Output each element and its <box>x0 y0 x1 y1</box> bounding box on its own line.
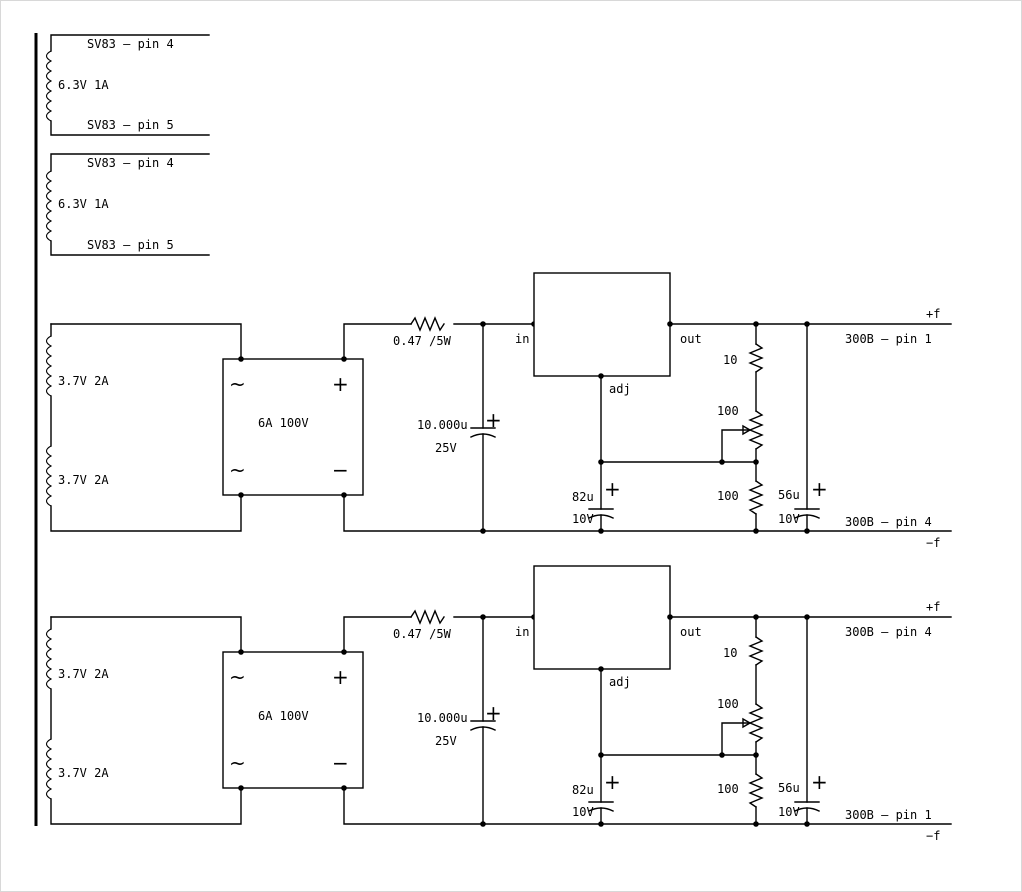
pot-label: 100 <box>717 404 739 418</box>
bridge-minus-symbol: − <box>332 458 349 482</box>
heater-bottom-pin-label: SV83 – pin 5 <box>87 238 174 252</box>
main-cap-voltage: 25V <box>435 734 457 748</box>
out-plus-pin-label: 300B – pin 1 <box>845 332 932 346</box>
adj-cap-plus: + <box>604 477 621 501</box>
heater-top-pin-label: SV83 – pin 4 <box>87 37 174 51</box>
heater-winding-1: SV83 – pin 4 6.3V 1A SV83 – pin 5 <box>45 34 210 136</box>
regulator-in-label: in <box>515 625 529 639</box>
r1-label: 10 <box>723 646 737 660</box>
out-cap-value: 56u <box>778 781 800 795</box>
adj-cap-voltage: 10V <box>572 805 594 819</box>
resistor-100 <box>748 773 764 808</box>
adj-cap-voltage: 10V <box>572 512 594 526</box>
winding-lower-label: 3.7V 2A <box>58 473 109 487</box>
winding-coil-upper <box>45 335 53 397</box>
resistor-label: 0.47 /5W <box>393 627 452 641</box>
out-minus-label: −f <box>926 536 940 550</box>
bridge-ac-symbol: ~ <box>229 458 246 482</box>
bridge-ac-symbol: ~ <box>229 372 246 396</box>
heater-bottom-pin-label: SV83 – pin 5 <box>87 118 174 132</box>
main-cap-plus: + <box>485 701 502 725</box>
main-cap-voltage: 25V <box>435 441 457 455</box>
regulated-supply-1: 3.7V 2A 3.7V 2A 6A 100V ~ ~ + − 0.47 /5W… <box>45 272 952 550</box>
heater-top-pin-label: SV83 – pin 4 <box>87 156 174 170</box>
adj-cap-plus: + <box>604 770 621 794</box>
main-cap-value: 10.000u <box>417 418 468 432</box>
potentiometer-100 <box>748 410 764 450</box>
winding-upper-label: 3.7V 2A <box>58 374 109 388</box>
winding-coil <box>45 170 53 242</box>
r2-label: 100 <box>717 489 739 503</box>
bridge-rectifier <box>222 651 364 789</box>
bridge-ac-symbol: ~ <box>229 665 246 689</box>
heater-voltage-label: 6.3V 1A <box>58 78 109 92</box>
main-cap-value: 10.000u <box>417 711 468 725</box>
out-cap-plus: + <box>811 770 828 794</box>
resistor-label: 0.47 /5W <box>393 334 452 348</box>
bridge-ac-symbol: ~ <box>229 751 246 775</box>
voltage-regulator <box>533 272 671 377</box>
regulator-adj-label: adj <box>609 675 631 689</box>
pot-label: 100 <box>717 697 739 711</box>
winding-lower-label: 3.7V 2A <box>58 766 109 780</box>
r1-label: 10 <box>723 353 737 367</box>
out-cap-plus: + <box>811 477 828 501</box>
main-cap-plus: + <box>485 408 502 432</box>
out-plus-label: +f <box>926 600 940 614</box>
bridge-plus-symbol: + <box>332 372 349 396</box>
resistor-10 <box>748 343 764 373</box>
heater-winding-2: SV83 – pin 4 6.3V 1A SV83 – pin 5 <box>45 153 210 256</box>
resistor-100 <box>748 480 764 515</box>
out-cap-voltage: 10V <box>778 805 800 819</box>
out-cap-voltage: 10V <box>778 512 800 526</box>
out-plus-label: +f <box>926 307 940 321</box>
regulator-out-label: out <box>680 625 702 639</box>
winding-coil-lower <box>45 738 53 800</box>
winding-coil-lower <box>45 445 53 507</box>
regulator-out-label: out <box>680 332 702 346</box>
bridge-rating-label: 6A 100V <box>258 709 309 723</box>
regulator-adj-label: adj <box>609 382 631 396</box>
bridge-plus-symbol: + <box>332 665 349 689</box>
adj-cap-value: 82u <box>572 783 594 797</box>
bridge-rectifier <box>222 358 364 496</box>
r2-label: 100 <box>717 782 739 796</box>
out-plus-pin-label: 300B – pin 4 <box>845 625 932 639</box>
voltage-regulator <box>533 565 671 670</box>
winding-upper-label: 3.7V 2A <box>58 667 109 681</box>
regulated-supply-2: 3.7V 2A 3.7V 2A 6A 100V ~ ~ + − 0.47 /5W… <box>45 565 952 843</box>
potentiometer-100 <box>748 703 764 743</box>
out-minus-pin-label: 300B – pin 1 <box>845 808 932 822</box>
adj-cap-value: 82u <box>572 490 594 504</box>
series-resistor <box>410 316 445 332</box>
out-cap-value: 56u <box>778 488 800 502</box>
bridge-rating-label: 6A 100V <box>258 416 309 430</box>
series-resistor <box>410 609 445 625</box>
regulator-in-label: in <box>515 332 529 346</box>
winding-coil <box>45 50 53 122</box>
bridge-minus-symbol: − <box>332 751 349 775</box>
out-minus-pin-label: 300B – pin 4 <box>845 515 932 529</box>
winding-coil-upper <box>45 628 53 690</box>
out-minus-label: −f <box>926 829 940 843</box>
resistor-10 <box>748 636 764 666</box>
heater-voltage-label: 6.3V 1A <box>58 197 109 211</box>
